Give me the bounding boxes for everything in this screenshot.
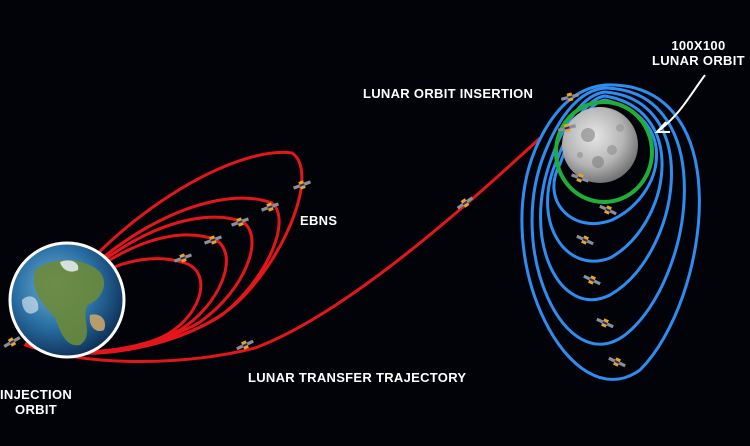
lunar-orbit-1 — [520, 83, 701, 381]
lunar-orbit-3 — [539, 90, 673, 302]
injection-orbit-label-line1: INJECTION — [0, 387, 73, 402]
final-lunar-orbit — [554, 100, 654, 204]
orbit-100x100-label-line2: LUNAR ORBIT — [652, 53, 745, 68]
moon — [562, 107, 638, 183]
ebns-label: EBNS — [300, 213, 338, 228]
orbit-100x100-label-line1: 100X100 — [671, 38, 726, 53]
satellite-icon — [2, 334, 22, 350]
earth — [8, 241, 126, 359]
lunar-transfer-trajectory-label: LUNAR TRANSFER TRAJECTORY — [248, 370, 467, 385]
earth-orbit-5 — [23, 150, 304, 355]
orbit-pointer-arrow — [656, 74, 706, 133]
orbit-100x100-label: 100X100 LUNAR ORBIT — [652, 38, 745, 68]
injection-orbit-label-line2: ORBIT — [15, 402, 57, 417]
satellite-icon — [455, 194, 475, 212]
satellite-icon — [595, 315, 615, 331]
satellite-icon — [607, 354, 627, 370]
orbit-pointer-arrowhead — [654, 121, 670, 133]
lunar-transfer-trajectory — [25, 136, 542, 363]
satellite-icon — [582, 272, 602, 288]
satellite-icon — [598, 202, 618, 218]
lunar-orbit-insertion-label: LUNAR ORBIT INSERTION — [363, 86, 534, 101]
injection-orbit-label: INJECTION ORBIT — [0, 387, 72, 417]
satellite-icon — [575, 232, 595, 248]
lunar-orbit-2 — [530, 86, 686, 346]
